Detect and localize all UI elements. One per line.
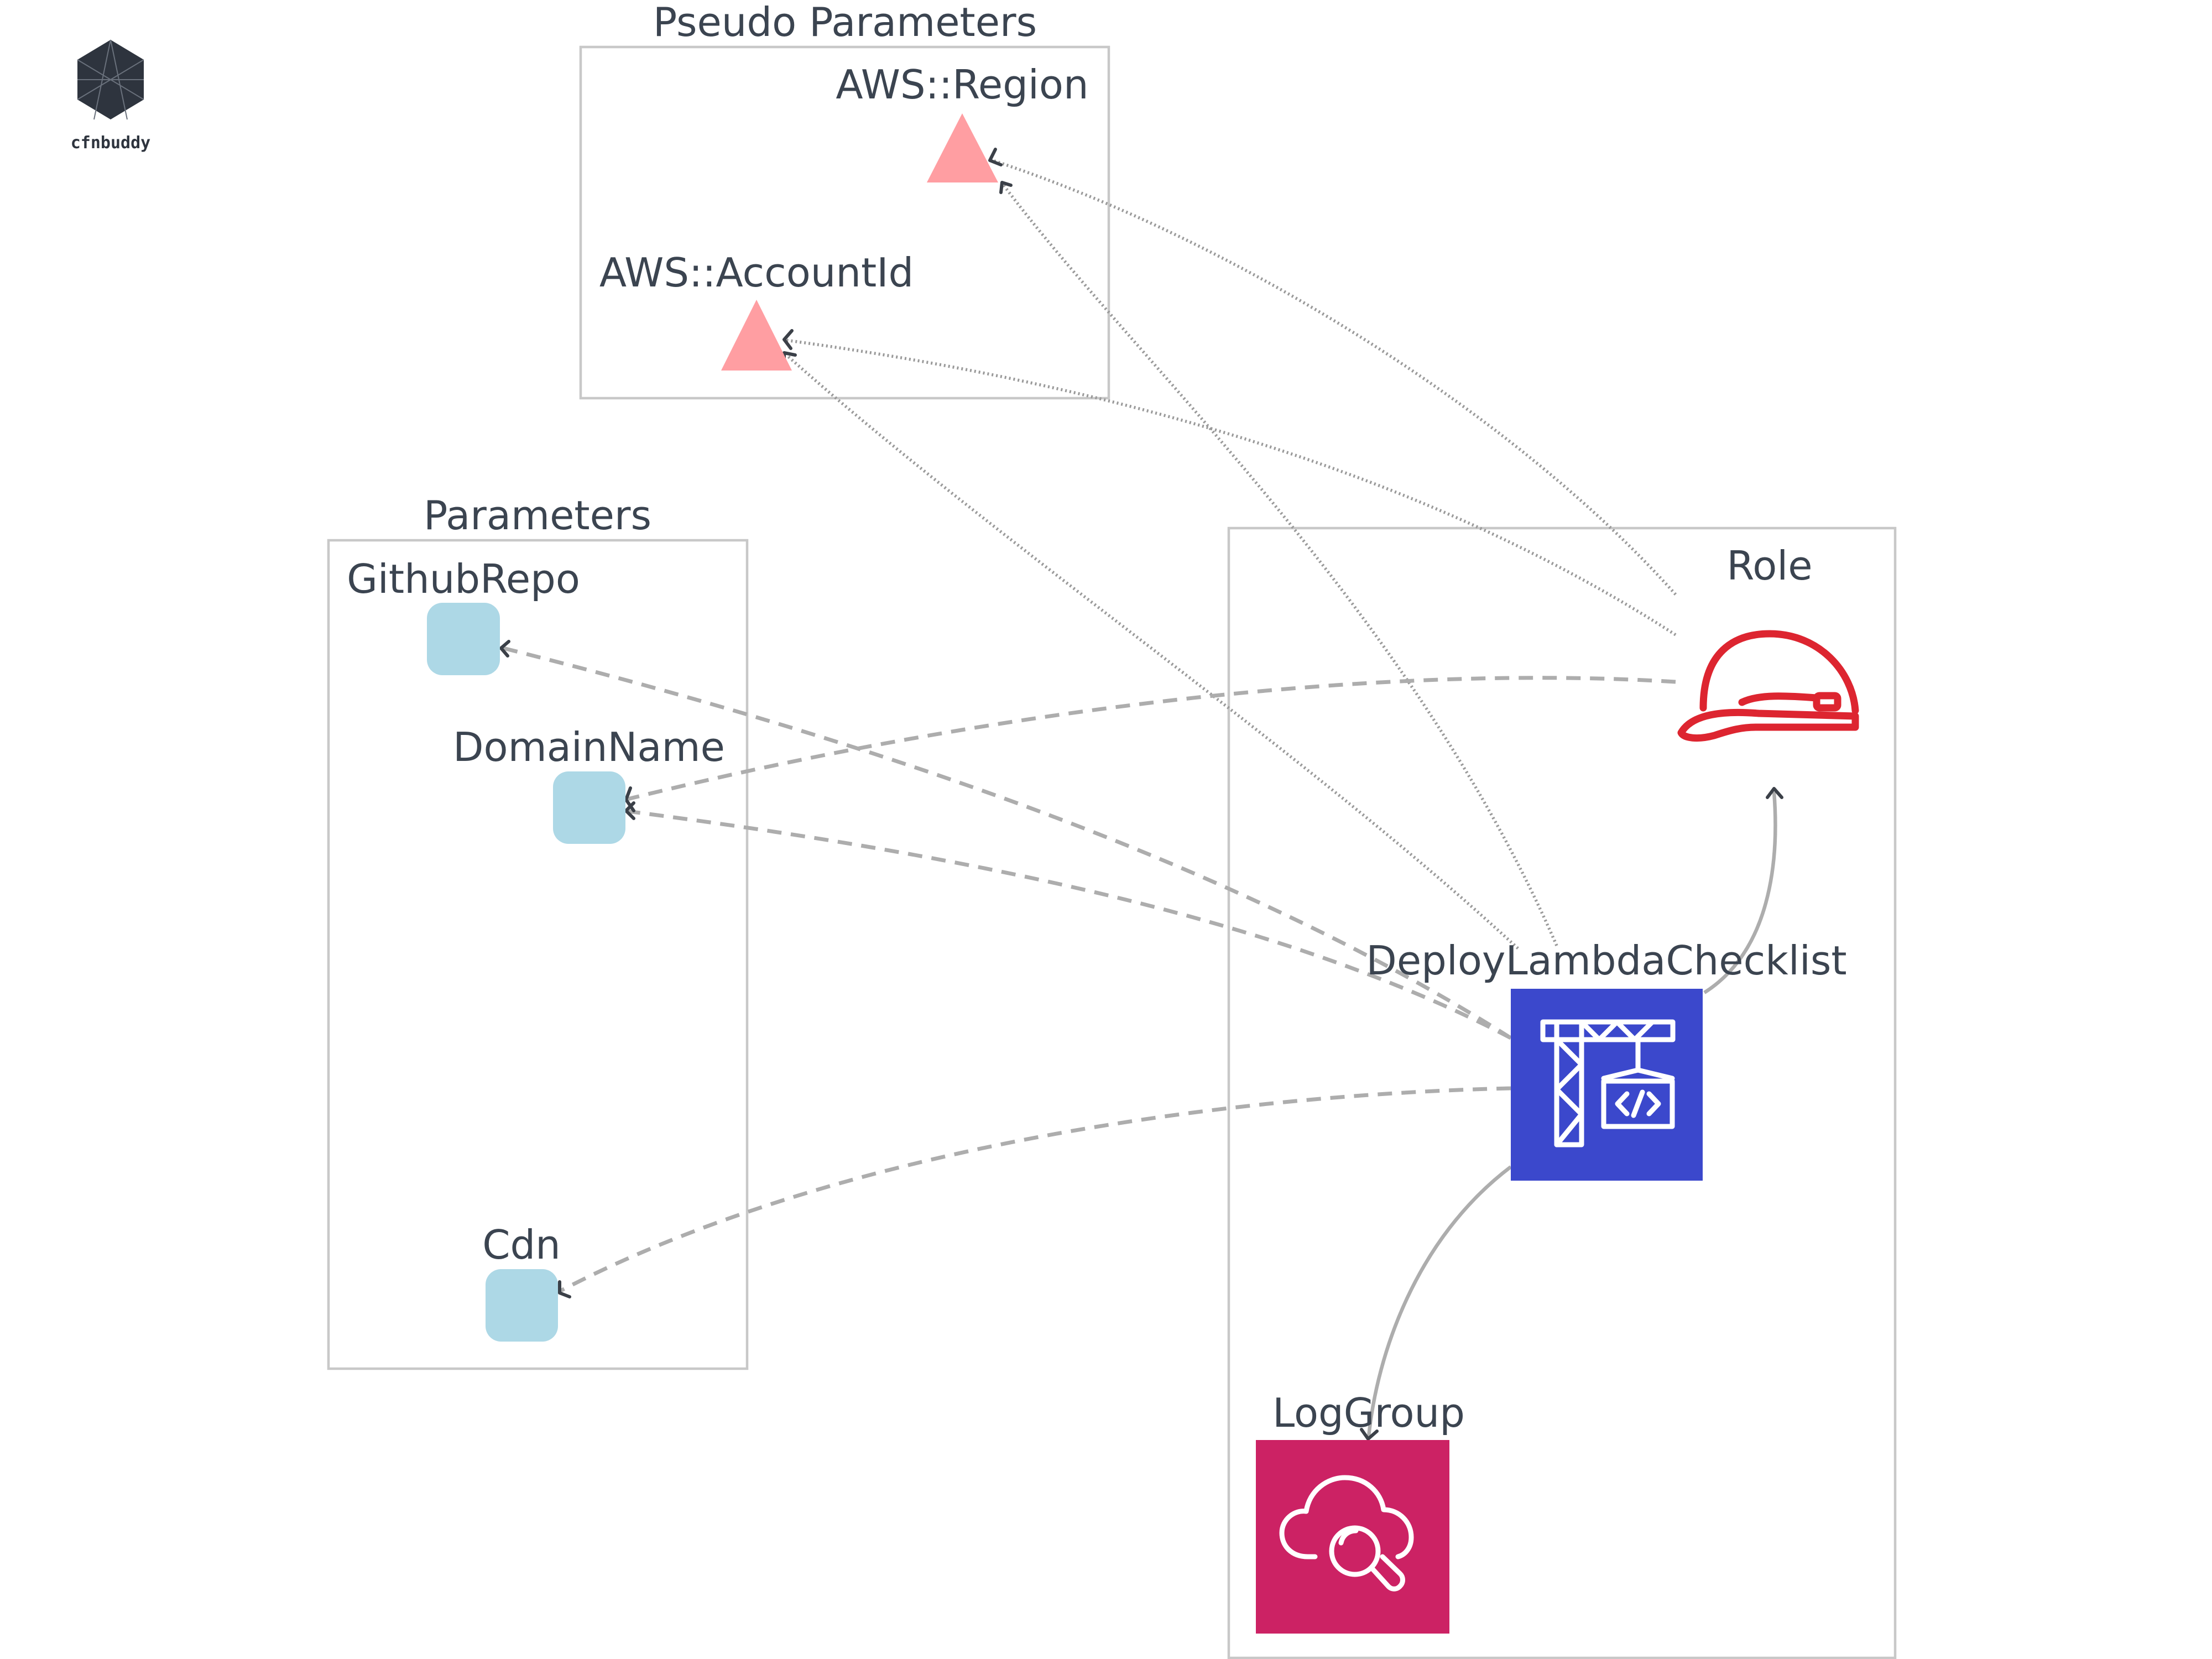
edge-role-to-accountid	[785, 338, 1677, 637]
parameter-square-icon	[427, 603, 500, 675]
node-aws-region[interactable]: AWS::Region	[836, 61, 1089, 182]
edge-deploy-to-domainname	[627, 809, 1512, 1040]
pseudo-parameters-group	[579, 45, 1110, 400]
edge-deploy-to-region	[1002, 184, 1558, 947]
cloud-search-icon-bg	[1256, 1440, 1449, 1634]
node-domainname[interactable]: DomainName	[453, 724, 725, 844]
node-label: AWS::Region	[836, 61, 1088, 108]
node-label: Cdn	[482, 1222, 561, 1268]
arrowhead-icon	[782, 329, 794, 350]
node-label: DomainName	[453, 724, 725, 770]
hard-hat-icon	[1677, 630, 1859, 742]
cfnbuddy-logo: cfnbuddy	[71, 39, 151, 153]
node-deploylambdachecklist[interactable]: DeployLambdaChecklist	[1366, 937, 1847, 1181]
edge-role-to-region	[992, 159, 1677, 596]
parameters-title: Parameters	[424, 492, 651, 539]
arrowhead-icon	[999, 181, 1013, 194]
arrowheads	[499, 148, 1783, 1441]
logo-text: cfnbuddy	[71, 133, 151, 153]
cloud-search-icon	[1279, 1475, 1414, 1592]
arrowhead-icon	[558, 1280, 571, 1298]
node-loggroup[interactable]: LogGroup	[1256, 1390, 1465, 1634]
node-label: LogGroup	[1272, 1390, 1465, 1436]
arrowhead-icon	[988, 148, 1003, 166]
arrowhead-icon	[624, 801, 635, 820]
node-label: Role	[1726, 542, 1812, 589]
edge-deploy-to-cdn	[559, 1086, 1511, 1293]
crane-code-icon	[1540, 1019, 1676, 1147]
resources-group	[1227, 526, 1897, 1659]
node-label: AWS::AccountId	[599, 249, 914, 296]
node-cdn[interactable]: Cdn	[482, 1222, 561, 1342]
parameter-square-icon	[486, 1269, 558, 1342]
node-role[interactable]: Role	[1677, 542, 1859, 742]
arrowhead-icon	[1360, 1428, 1379, 1441]
triangle-icon	[721, 300, 792, 371]
edge-role-to-domainname	[627, 676, 1676, 801]
edge-deploy-to-role	[1703, 791, 1777, 994]
edges	[503, 159, 1777, 1437]
node-aws-accountid[interactable]: AWS::AccountId	[599, 249, 914, 371]
arrowhead-icon	[499, 640, 510, 658]
edge-deploy-to-githubrepo	[503, 646, 1512, 1040]
parameter-square-icon	[553, 771, 625, 844]
edge-deploy-to-accountid	[784, 352, 1519, 950]
node-githubrepo[interactable]: GithubRepo	[347, 556, 580, 675]
parameters-group	[327, 539, 749, 1370]
pseudo-parameters-title: Pseudo Parameters	[653, 0, 1037, 45]
hexagon-logo-icon	[77, 39, 144, 120]
arrowhead-icon	[1766, 787, 1783, 799]
node-label: GithubRepo	[347, 556, 580, 602]
triangle-icon	[927, 113, 998, 182]
node-label: DeployLambdaChecklist	[1366, 937, 1846, 984]
edge-deploy-to-loggroup	[1366, 1165, 1512, 1437]
